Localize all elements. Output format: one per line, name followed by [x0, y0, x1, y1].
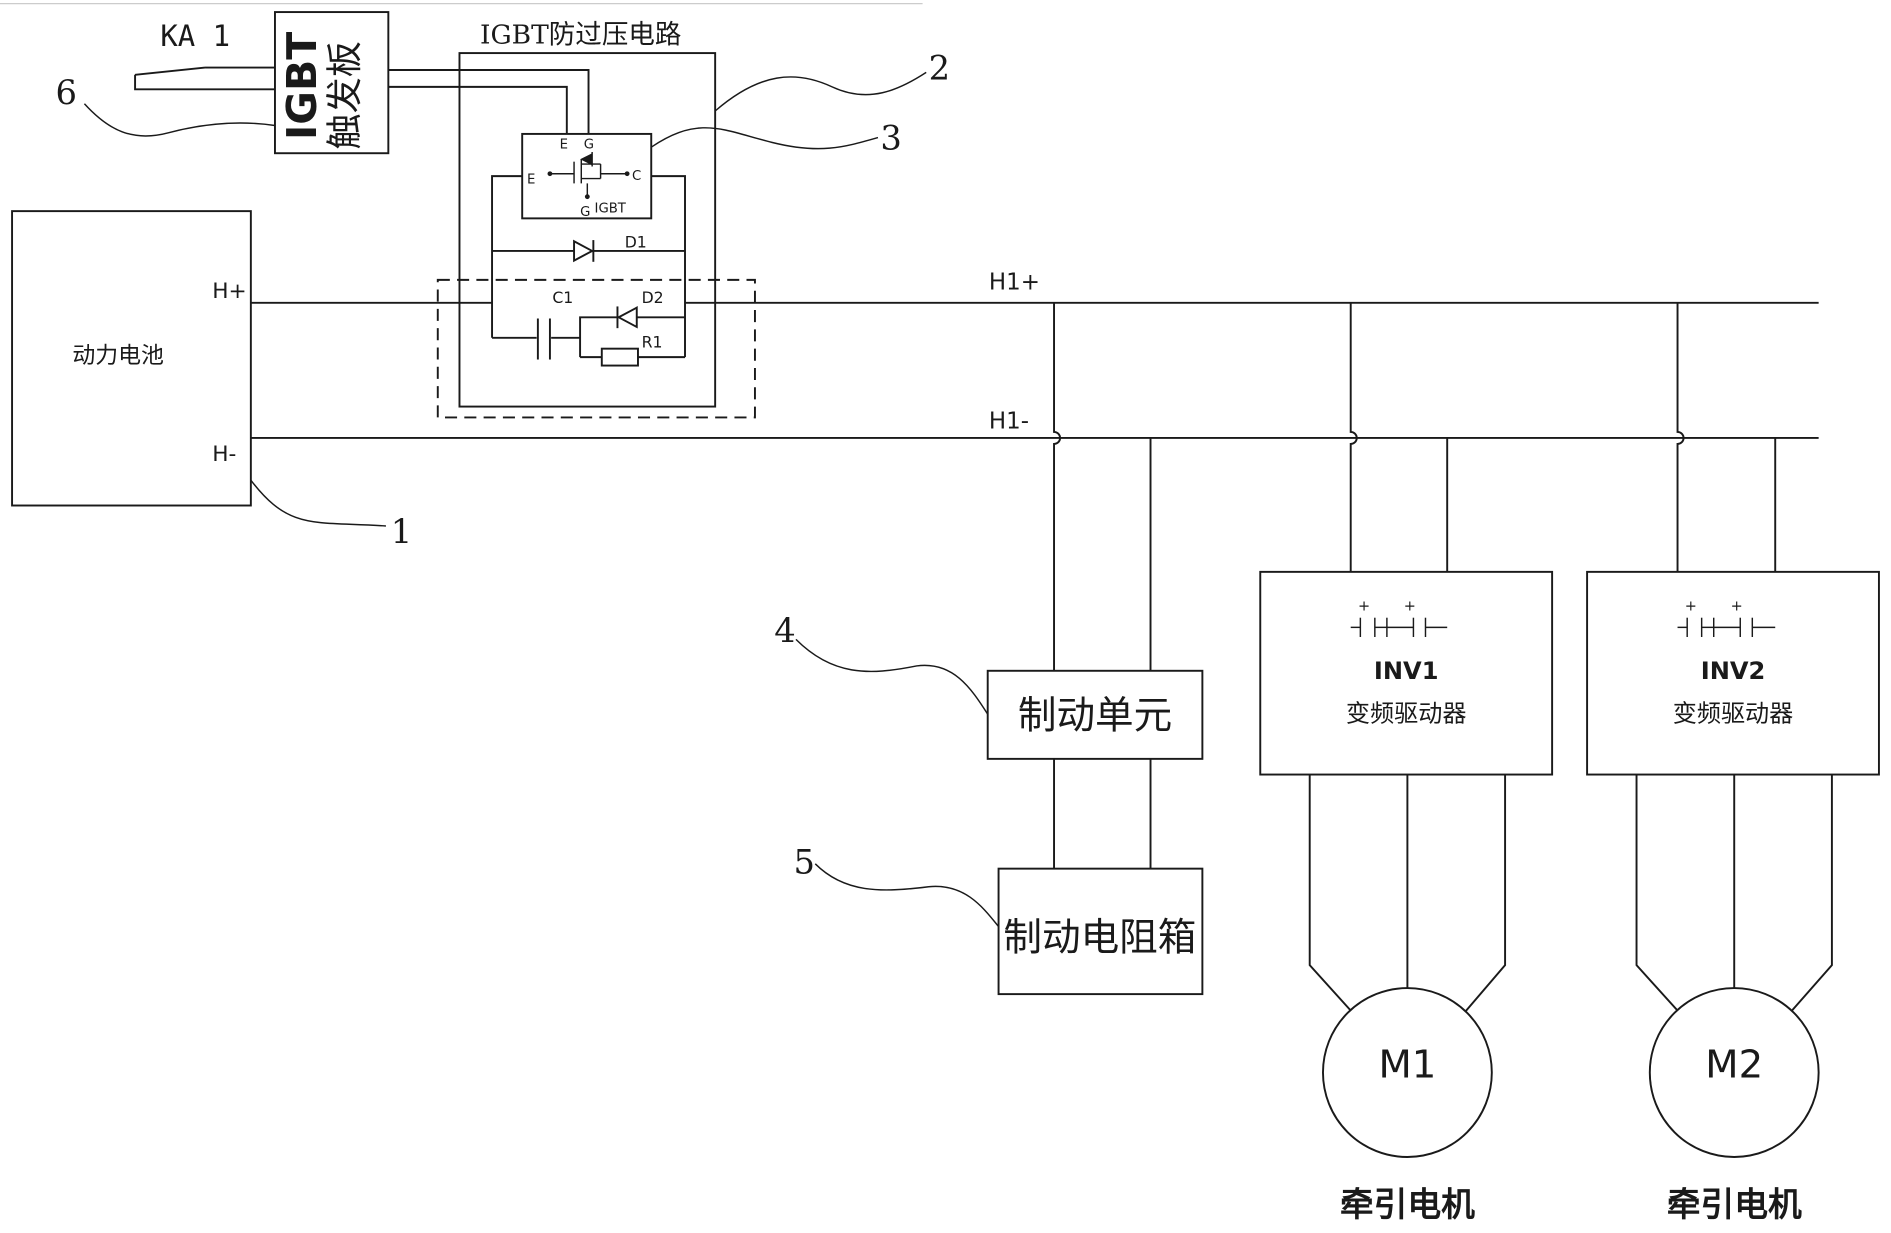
igbt-trigger-board: IGBT 触发板 [274, 11, 390, 155]
igbt-g-top: G [584, 137, 594, 152]
diode-d1: D1 [492, 232, 686, 263]
trigger-board-subtitle: 触发板 [323, 41, 366, 150]
callout-3-label: 3 [880, 119, 901, 158]
brake-unit: 制动单元 [986, 669, 1204, 760]
callout-2: 2 [714, 49, 950, 112]
inv1-id: INV1 [1374, 657, 1439, 685]
capacitor-c1: C1 [492, 288, 581, 360]
m2-caption: 牵引电机 [1667, 1184, 1802, 1224]
igbt-name: IGBT [595, 201, 627, 216]
power-battery: 动力电池 H+ H- [11, 210, 252, 507]
callout-1: 1 [250, 479, 412, 551]
inv2-name: 变频驱动器 [1673, 699, 1794, 727]
dashed-enclosure [436, 278, 756, 419]
motor-m2: M2 牵引电机 [1635, 774, 1833, 1224]
callout-6-label: 6 [55, 73, 76, 112]
r1-label: R1 [642, 332, 663, 351]
brake-unit-name: 制动单元 [1018, 694, 1172, 739]
inverter-inv2: + + INV2 变频驱动器 [1586, 570, 1880, 776]
d1-label: D1 [625, 232, 647, 251]
callout-4: 4 [774, 611, 989, 715]
m1-id: M1 [1378, 1042, 1436, 1087]
callout-6: 6 [55, 73, 276, 137]
callout-3: 3 [650, 119, 902, 158]
m1-caption: 牵引电机 [1340, 1184, 1475, 1224]
protection-circuit-title: IGBT防过压电路 [480, 19, 681, 50]
inv2-plus-b: + [1731, 598, 1743, 614]
igbt-module: E G E C G IGBT [521, 132, 653, 220]
callout-4-label: 4 [774, 611, 795, 650]
battery-pos-label: H+ [212, 279, 247, 304]
inv2-id: INV2 [1701, 657, 1766, 685]
igbt-c-right: C [632, 169, 641, 184]
igbt-g-bottom: G [580, 205, 590, 220]
ka1-switch: KA 1 [134, 19, 275, 91]
igbt-protection-circuit: IGBT防过压电路 E G E C G IGBT [458, 19, 717, 408]
c1-label: C1 [552, 288, 573, 307]
d2-label: D2 [642, 288, 664, 307]
battery-neg-label: H- [212, 442, 236, 467]
inv1-plus-b: + [1404, 598, 1416, 614]
m2-id: M2 [1705, 1042, 1763, 1087]
inv2-plus-a: + [1685, 598, 1697, 614]
ka1-label: KA 1 [160, 19, 230, 53]
diode-d2: D2 [579, 288, 686, 358]
motor-m1: M1 牵引电机 [1308, 774, 1507, 1224]
resistor-r1: R1 [580, 332, 686, 367]
inv1-plus-a: + [1358, 598, 1370, 614]
bus-pos-label: H1+ [989, 270, 1040, 296]
battery-name: 动力电池 [72, 343, 164, 369]
inv1-name: 变频驱动器 [1346, 699, 1467, 727]
callout-1-label: 1 [391, 512, 412, 551]
callout-2-label: 2 [929, 49, 950, 88]
trigger-board-title: IGBT [278, 32, 326, 140]
brake-resistor-box: 制动电阻箱 [997, 867, 1204, 996]
callout-5-label: 5 [794, 842, 815, 881]
inverter-inv1: + + INV1 变频驱动器 [1259, 570, 1554, 776]
igbt-e-top: E [560, 137, 568, 152]
igbt-e-left: E [527, 172, 535, 187]
brake-resistor-name: 制动电阻箱 [1003, 916, 1196, 961]
bus-neg-label: H1- [989, 408, 1029, 434]
callout-5: 5 [794, 842, 1000, 928]
